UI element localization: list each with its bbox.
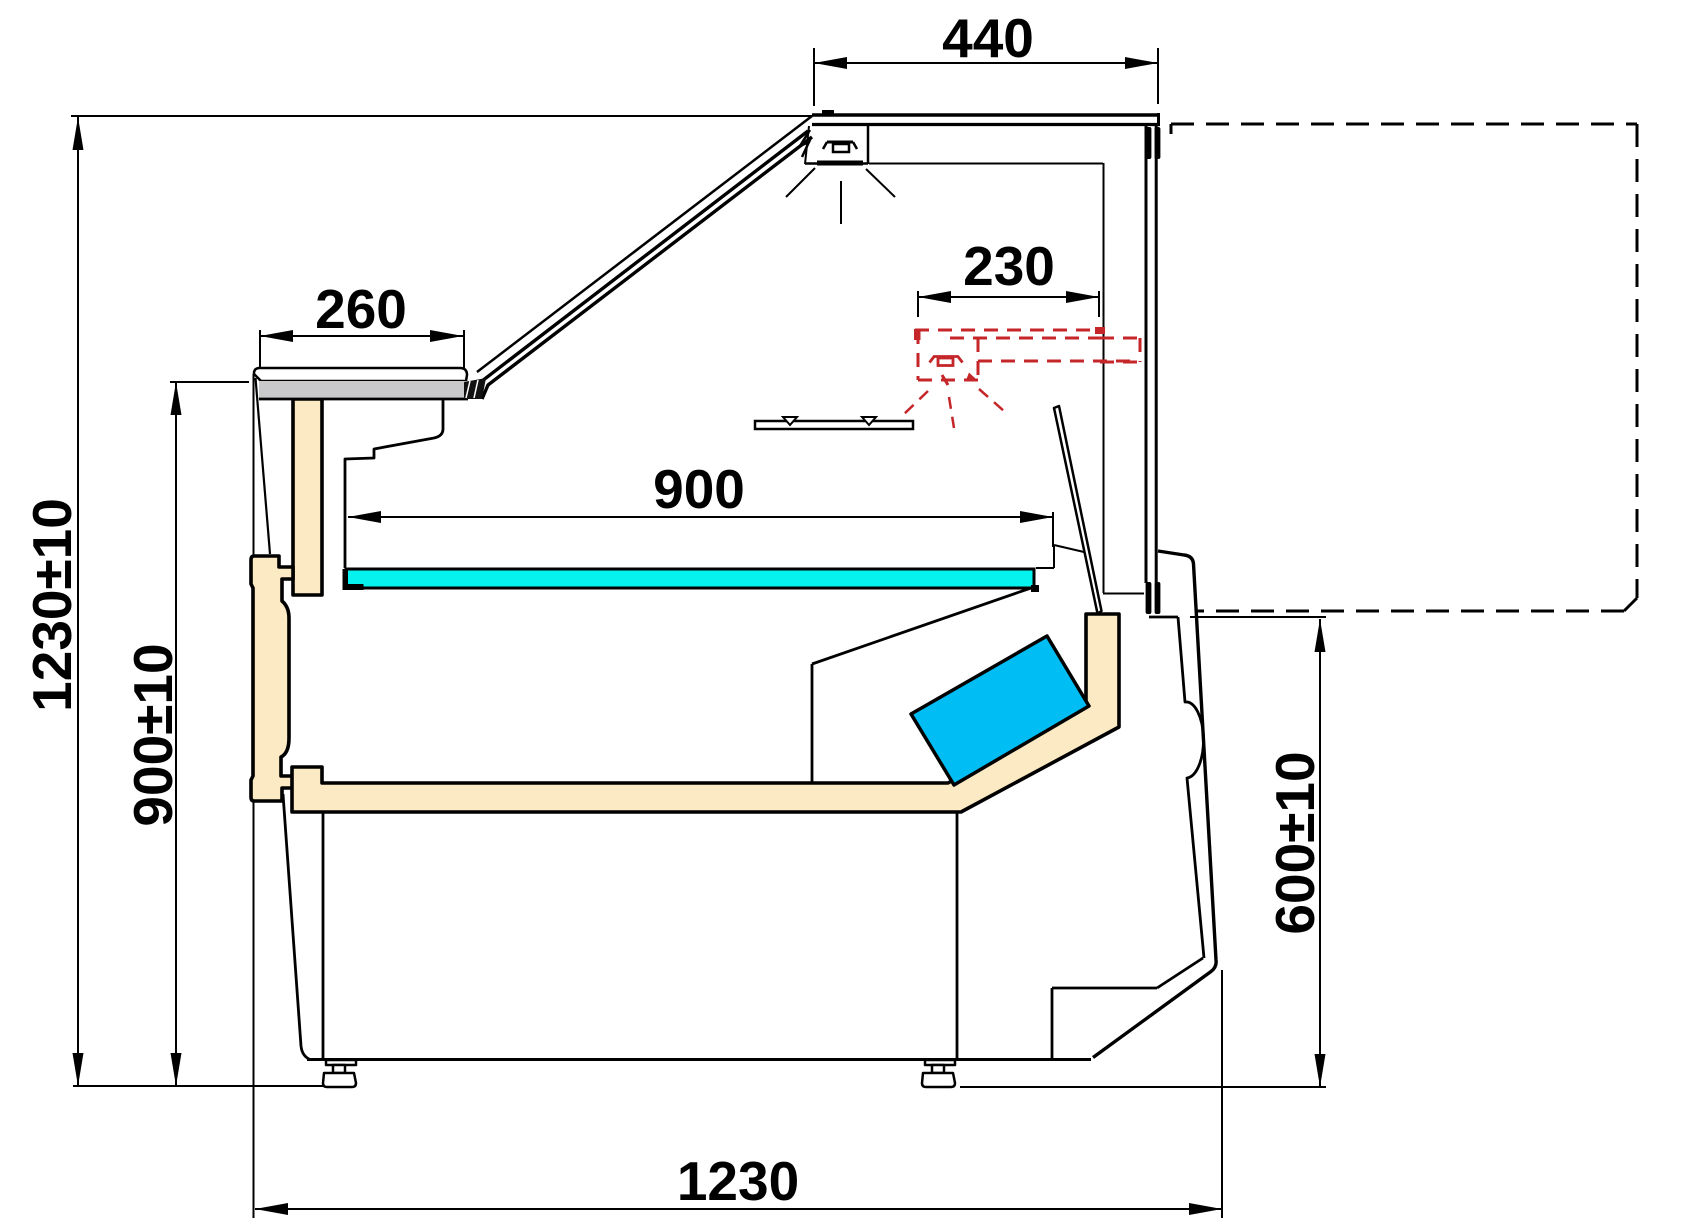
svg-text:1230: 1230 bbox=[677, 1150, 799, 1212]
svg-text:600±10: 600±10 bbox=[1264, 751, 1326, 934]
svg-text:900±10: 900±10 bbox=[122, 643, 184, 826]
svg-text:1230±10: 1230±10 bbox=[21, 498, 83, 712]
svg-text:230: 230 bbox=[963, 235, 1055, 297]
svg-text:900: 900 bbox=[653, 458, 745, 520]
svg-text:440: 440 bbox=[942, 7, 1034, 69]
svg-text:260: 260 bbox=[315, 278, 407, 340]
